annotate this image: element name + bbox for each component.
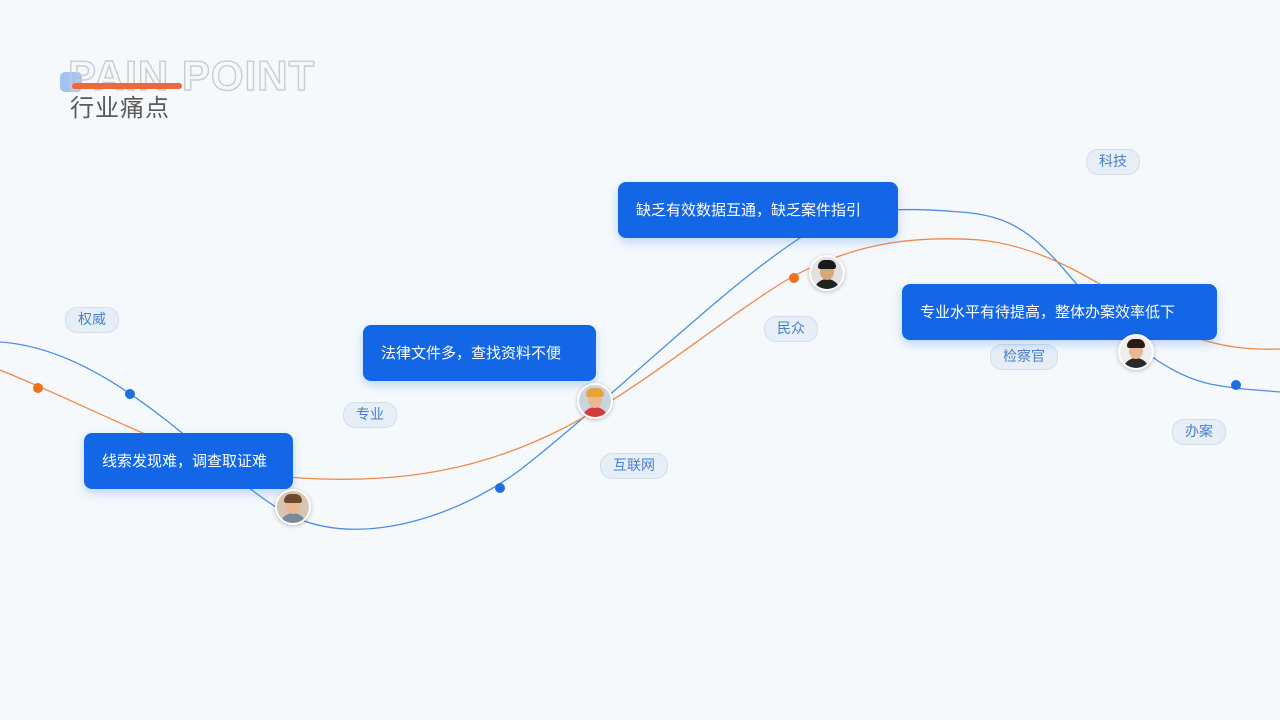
header-title-en-text: PAIN POINT <box>68 52 315 99</box>
tag-authority: 权威 <box>65 307 119 333</box>
tag-professional: 专业 <box>343 402 397 428</box>
tag-prosecutor: 检察官 <box>990 344 1058 370</box>
pain-point-box-3: 缺乏有效数据互通，缺乏案件指引 <box>618 182 898 238</box>
page-title: 行业痛点 <box>70 94 170 122</box>
tag-internet: 互联网 <box>600 453 668 479</box>
header-title-en: PAIN POINT <box>67 51 315 99</box>
tag-public: 民众 <box>764 316 818 342</box>
blue-dot <box>125 389 135 399</box>
pain-point-box-4: 专业水平有待提高，整体办案效率低下 <box>902 284 1217 340</box>
pain-point-box-2: 法律文件多，查找资料不便 <box>363 325 596 381</box>
header-underline <box>72 83 182 89</box>
pain-point-box-1: 线索发现难，调查取证难 <box>84 433 293 489</box>
orange-dot <box>789 273 799 283</box>
person-4-icon <box>1118 334 1154 370</box>
blue-dot <box>1231 380 1241 390</box>
orange-dot <box>33 383 43 393</box>
person-2-icon <box>577 383 613 419</box>
tag-technology: 科技 <box>1086 149 1140 175</box>
person-3-icon <box>809 255 845 291</box>
tag-case-handling: 办案 <box>1172 419 1226 445</box>
blue-dot <box>495 483 505 493</box>
person-1-icon <box>275 489 311 525</box>
